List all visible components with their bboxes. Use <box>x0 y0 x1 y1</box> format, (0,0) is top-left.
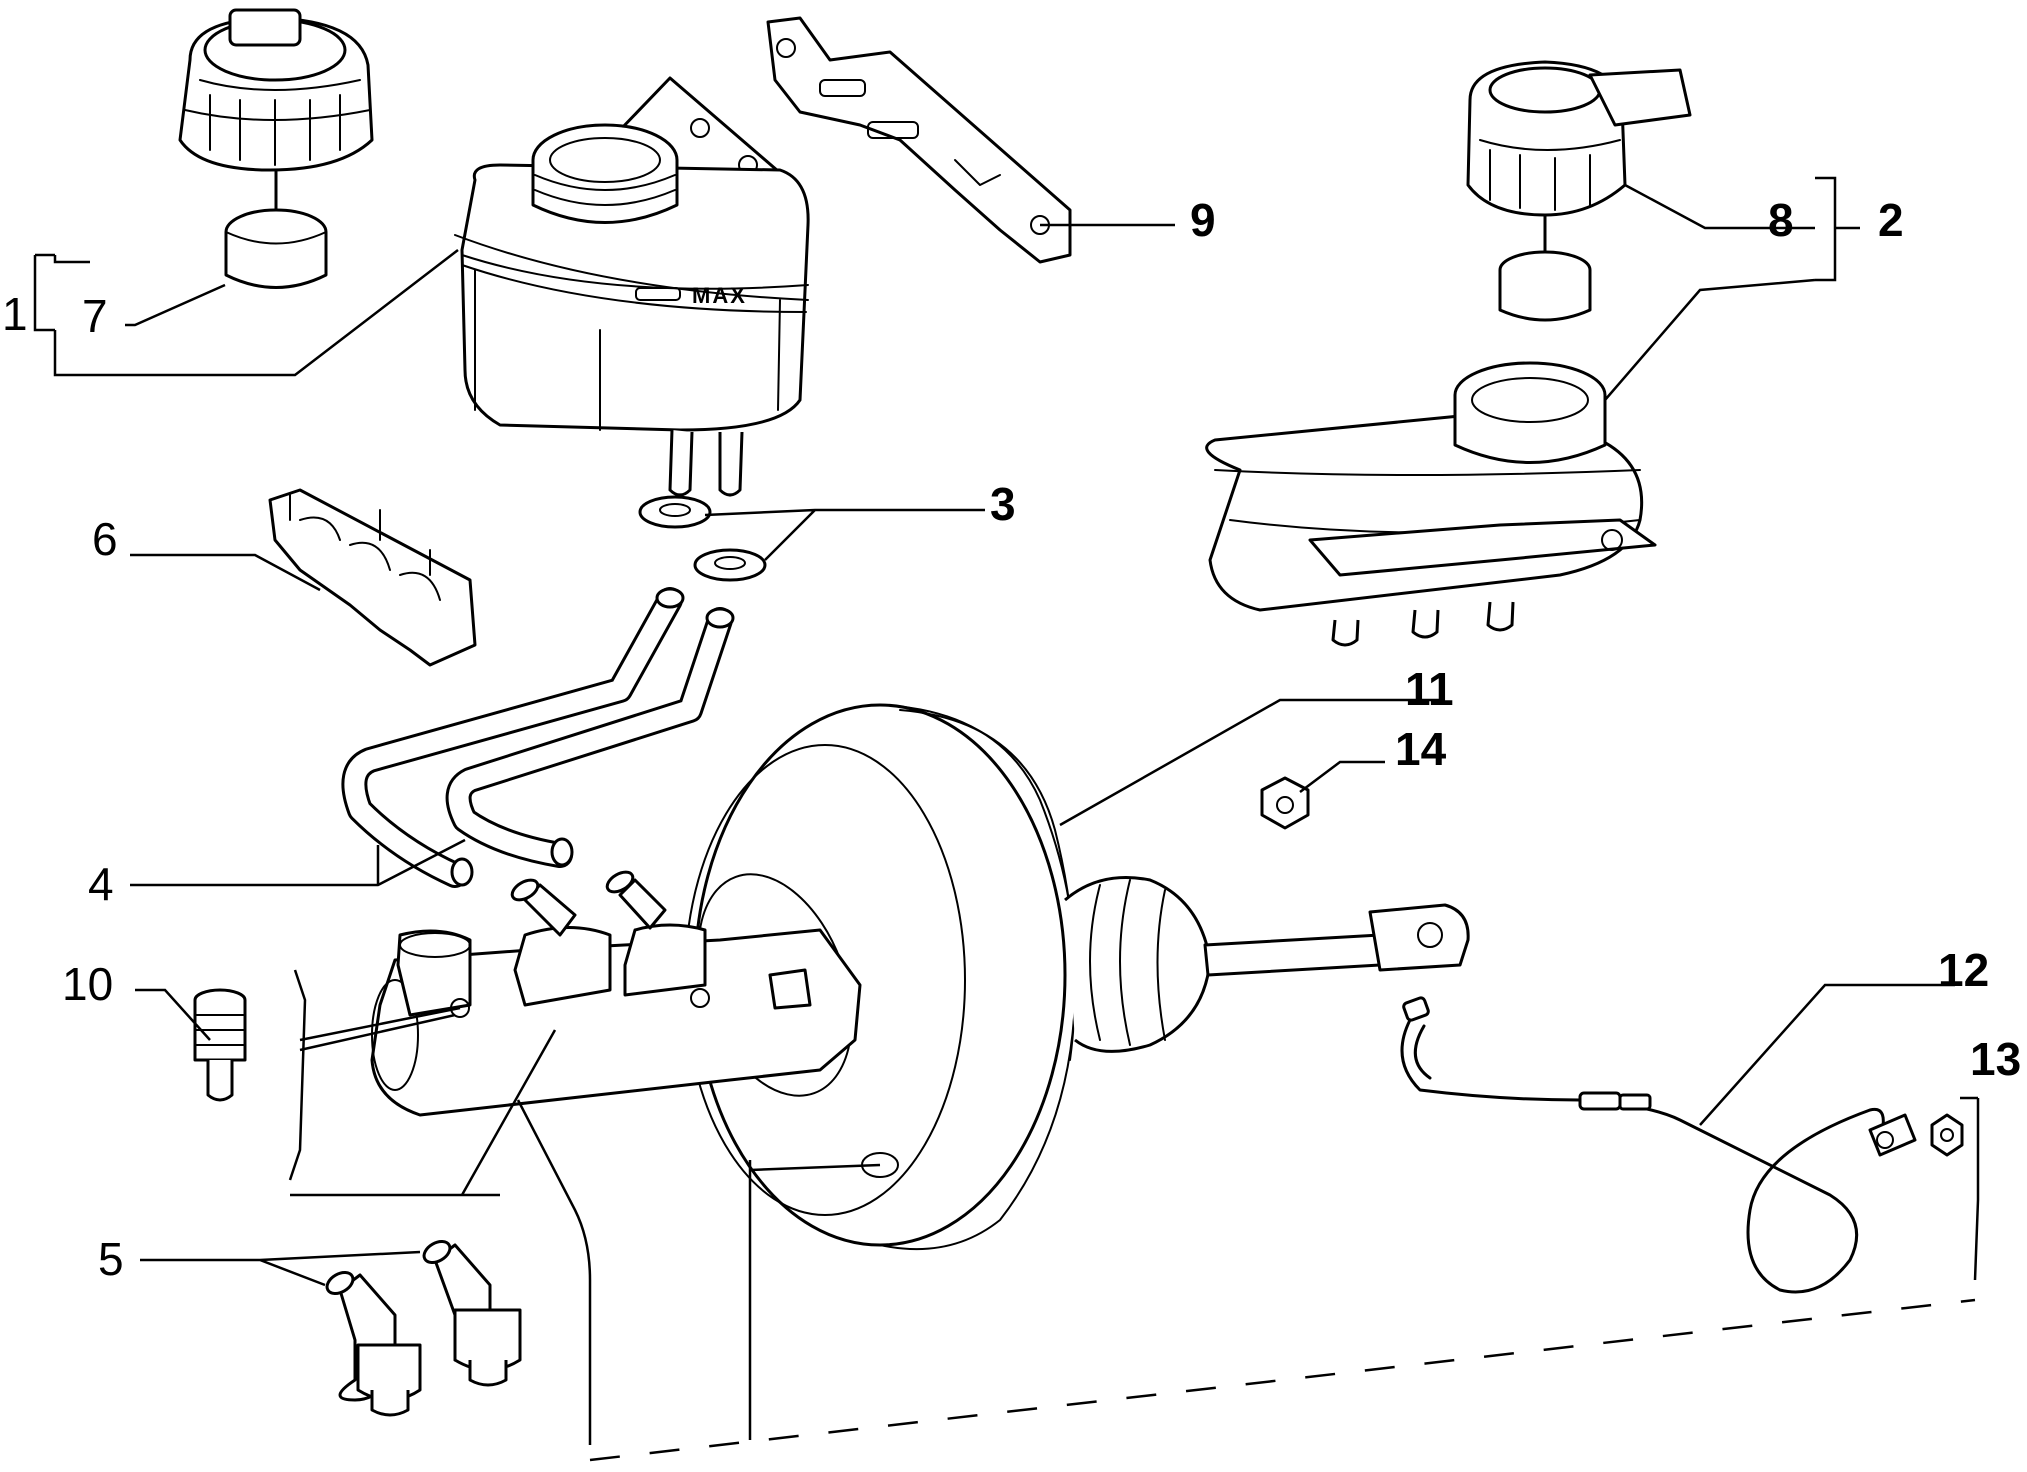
part-8-sensor-cap <box>1466 60 1692 322</box>
part-2-reservoir-alt <box>1205 361 1657 647</box>
callout-2: 2 <box>1878 194 1904 246</box>
part-1-fluid-reservoir: MAX <box>454 76 810 497</box>
master-cylinder <box>370 870 862 1117</box>
part-4-hoses <box>341 587 735 888</box>
callout-3: 3 <box>990 478 1016 530</box>
leader-lines <box>33 176 1980 1462</box>
callout-12: 12 <box>1938 944 1989 996</box>
part-9-bracket <box>766 16 1072 264</box>
callout-8: 8 <box>1768 194 1794 246</box>
callout-labels: 1 2 3 4 5 6 7 8 9 10 11 12 13 14 <box>2 194 2021 1285</box>
part-14-nut <box>1260 776 1310 830</box>
callout-7: 7 <box>82 290 108 342</box>
callout-9: 9 <box>1190 194 1216 246</box>
part-11-brake-servo <box>684 703 1470 1251</box>
part-7-reservoir-cap <box>178 8 374 289</box>
part-12-sensor-cable <box>1400 996 1917 1294</box>
callout-4: 4 <box>88 858 114 910</box>
part-6-hose-clip <box>268 488 477 667</box>
callout-10: 10 <box>62 958 113 1010</box>
max-marking: MAX <box>692 283 747 308</box>
part-3-seals <box>638 495 767 582</box>
callout-11: 11 <box>1405 663 1454 715</box>
callout-14: 14 <box>1395 723 1447 775</box>
part-5-fittings <box>325 1240 522 1417</box>
callout-1: 1 <box>2 288 28 340</box>
part-13-small-nut <box>1930 1113 1964 1157</box>
callout-13: 13 <box>1970 1033 2021 1085</box>
callout-6: 6 <box>92 513 118 565</box>
part-10-bleeder <box>193 988 247 1102</box>
callout-5: 5 <box>98 1233 124 1285</box>
